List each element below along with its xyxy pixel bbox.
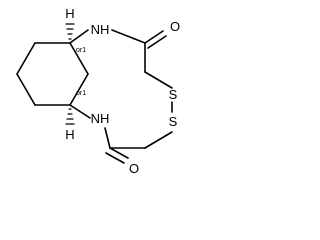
ring-bond: [16, 42, 36, 75]
atom-label-nh-top: NH: [91, 22, 110, 37]
n-c-bond: [104, 127, 111, 149]
ring-bond: [16, 73, 36, 106]
c-c-bond: [144, 131, 173, 149]
lower-amide-chain: [69, 104, 173, 164]
atom-label-s-lower: S: [169, 114, 178, 129]
ring-bond: [69, 42, 89, 75]
atom-label-s-upper: S: [169, 87, 178, 102]
carbonyl-double-bond: [144, 30, 164, 44]
atom-label-nh-bottom: NH: [91, 111, 110, 126]
upper-amide-chain: [69, 29, 173, 89]
carbonyl-double-bond: [105, 152, 125, 164]
ring-bond: [69, 73, 89, 106]
chemical-structure-diagram: H NH O S S NH H O or1 or1: [16, 6, 180, 176]
n-c-bond: [111, 29, 146, 44]
stereo-bond-top: [65, 23, 75, 40]
cyclohexane-ring: [16, 42, 89, 106]
stereo-label-bottom: or1: [76, 90, 86, 97]
atom-label-h-top: H: [65, 6, 74, 21]
c-n-bond: [69, 29, 89, 44]
atom-label-o-top: O: [170, 19, 180, 34]
carbonyl-double-bond: [109, 147, 129, 159]
c-n-bond: [69, 104, 91, 119]
stereo-label-top: or1: [76, 47, 86, 54]
atom-labels: H NH O S S NH H O: [65, 6, 180, 176]
atom-label-o-bottom: O: [129, 161, 139, 176]
stereo-bond-bottom: [65, 108, 75, 125]
stereo-descriptors: or1 or1: [76, 47, 86, 97]
atom-label-h-bottom: H: [65, 127, 74, 142]
carbonyl-double-bond: [147, 35, 167, 49]
c-c-bond: [144, 71, 173, 89]
